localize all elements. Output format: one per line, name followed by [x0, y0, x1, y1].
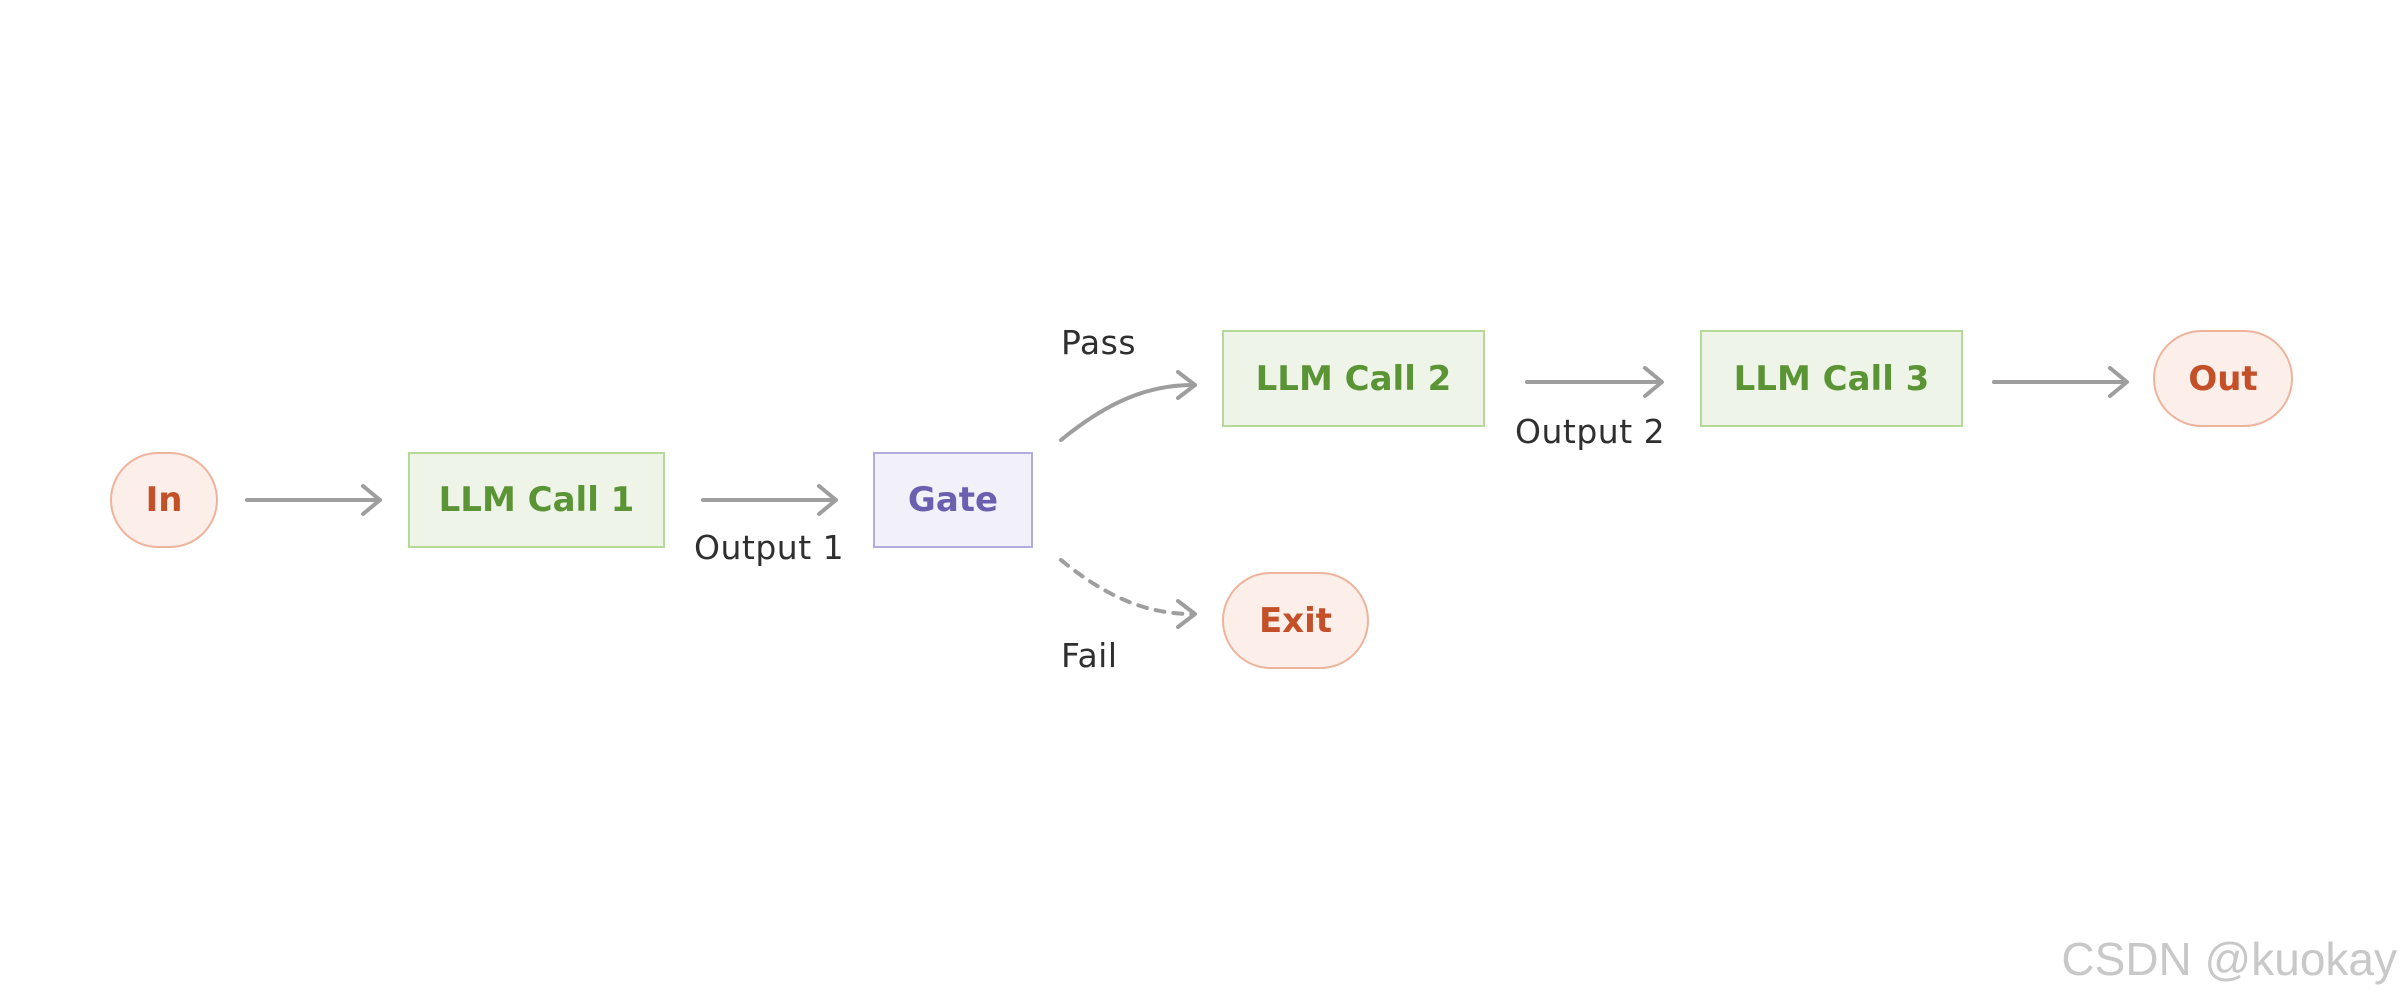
node-exit: Exit	[1222, 572, 1369, 669]
node-llm-call-3-label: LLM Call 3	[1733, 358, 1930, 399]
arrow-llm-call-2-to-llm-call-3	[1525, 366, 1664, 398]
arrow-gate-to-llm-call-2-pass	[1059, 370, 1197, 442]
node-llm-call-1: LLM Call 1	[408, 452, 665, 548]
edge-label-output-2: Output 2	[1515, 412, 1666, 451]
node-gate-label: Gate	[907, 480, 999, 520]
arrow-llm-call-3-to-out	[1992, 366, 2129, 398]
node-llm-call-1-label: LLM Call 1	[438, 480, 635, 520]
node-in-label: In	[145, 480, 183, 520]
edge-label-output-1: Output 1	[694, 528, 845, 567]
node-out-label: Out	[2188, 358, 2258, 399]
node-gate: Gate	[873, 452, 1033, 548]
node-out: Out	[2153, 330, 2293, 427]
node-llm-call-2-label: LLM Call 2	[1255, 358, 1452, 399]
arrow-llm-call-1-to-gate	[701, 484, 838, 516]
arrow-in-to-llm-call-1	[245, 484, 382, 516]
node-exit-label: Exit	[1258, 600, 1333, 641]
node-llm-call-2: LLM Call 2	[1222, 330, 1485, 427]
edge-label-pass: Pass	[1061, 323, 1137, 362]
node-llm-call-3: LLM Call 3	[1700, 330, 1963, 427]
arrow-gate-to-exit-fail	[1059, 558, 1197, 629]
node-in: In	[110, 452, 218, 548]
edge-label-fail: Fail	[1061, 636, 1118, 675]
watermark: CSDN @kuokay	[2061, 933, 2397, 985]
